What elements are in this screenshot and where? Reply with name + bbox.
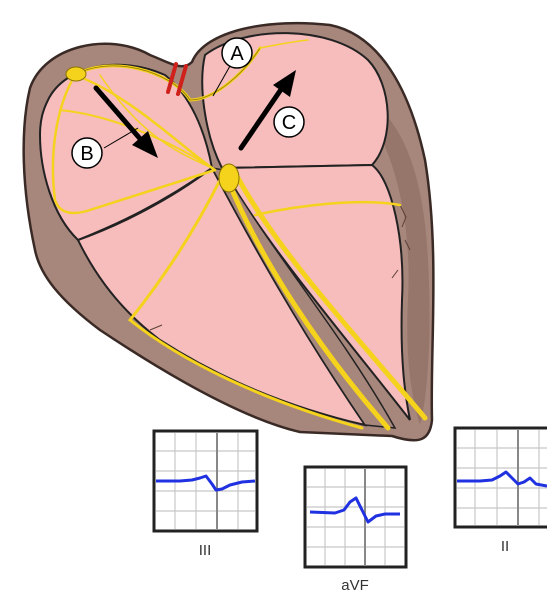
ecg-label-iii: III bbox=[199, 542, 212, 559]
ecg-grid-avf bbox=[305, 467, 406, 567]
sinoatrial-node bbox=[66, 67, 86, 81]
atrioventricular-node bbox=[219, 164, 239, 192]
svg-text:A: A bbox=[230, 43, 244, 65]
svg-text:C: C bbox=[282, 112, 296, 134]
ecg-label-ii: II bbox=[501, 538, 509, 555]
svg-text:B: B bbox=[80, 143, 93, 165]
ecg-lead-ii: II bbox=[455, 428, 547, 555]
ecg-grid-ii bbox=[455, 428, 547, 527]
marker-b: B bbox=[72, 138, 102, 168]
ecg-label-avf: aVF bbox=[341, 577, 369, 594]
marker-c: C bbox=[274, 107, 304, 137]
ecg-lead-avf: aVF bbox=[305, 467, 406, 594]
marker-a: A bbox=[222, 38, 252, 68]
ecg-lead-iii: III bbox=[154, 431, 257, 559]
